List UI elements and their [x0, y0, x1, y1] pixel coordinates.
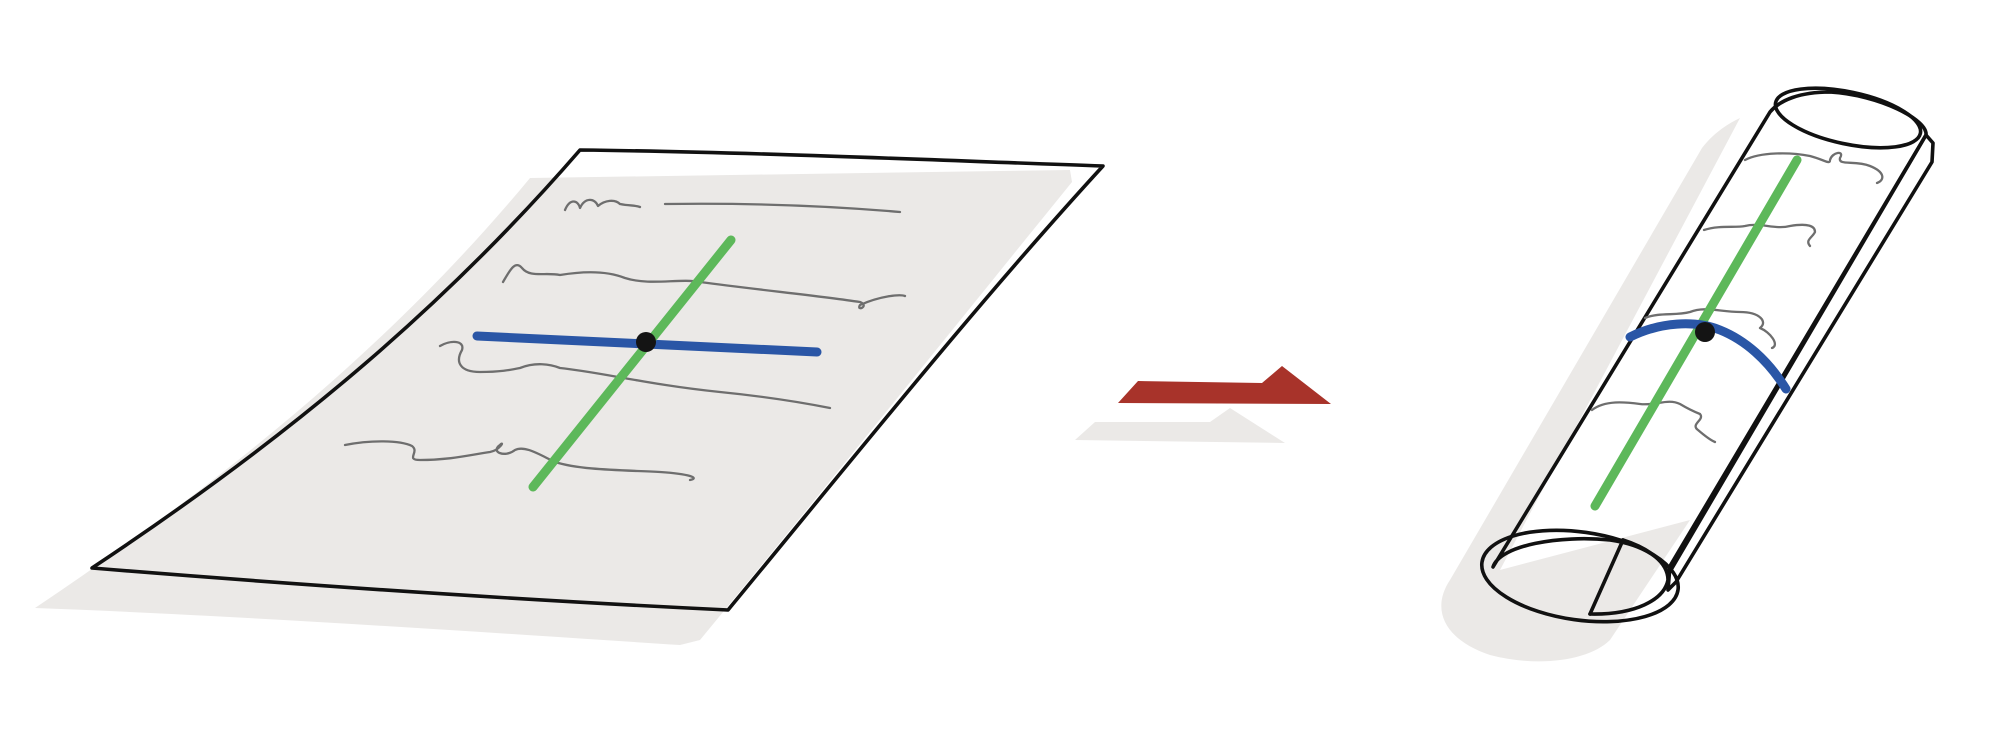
scribble-line [343, 440, 695, 482]
rolled-intersection-point [1695, 322, 1715, 342]
flat-green-line [528, 235, 736, 492]
scribble-line [501, 264, 907, 310]
rolled-sheet-flap [1666, 133, 1935, 592]
scribble-line [563, 198, 642, 212]
rolled-sheet-shadow [1441, 118, 1740, 662]
rolled-blue-arc [1625, 319, 1791, 394]
arrow-shadow [1075, 408, 1285, 443]
flat-sheet [35, 148, 1105, 645]
flat-sheet-paper [90, 148, 1105, 612]
right-arrow-icon [1118, 366, 1331, 404]
scribble-line [1643, 308, 1777, 350]
rolled-sheet-bottom-end [1479, 528, 1681, 624]
rolled-sheet [1441, 86, 1935, 662]
flat-sheet-shadow [35, 170, 1072, 645]
rolled-sheet-top-end [1773, 86, 1923, 150]
flat-intersection-point [636, 332, 656, 352]
transform-arrow [1075, 366, 1331, 443]
scribble-line [1590, 400, 1717, 444]
scribble-line [1743, 151, 1884, 185]
scribble-line [438, 340, 832, 410]
rolled-sheet-inner-edge [1588, 538, 1625, 616]
scribble-line [1702, 223, 1817, 248]
scribble-line [663, 202, 902, 214]
rolled-sheet-inner-curl [1588, 538, 1670, 616]
rolled-sheet-scribbles [1590, 151, 1884, 444]
flat-sheet-scribbles [343, 198, 907, 482]
